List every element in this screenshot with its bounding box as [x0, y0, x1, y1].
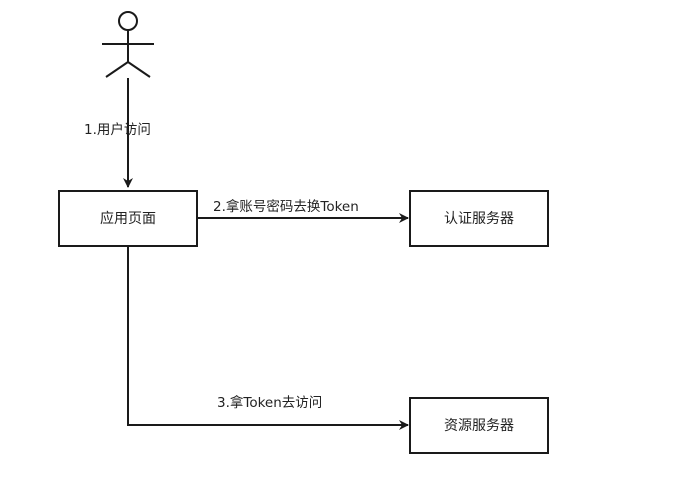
- node-app-page: 应用页面: [58, 190, 198, 247]
- edge-access-with-token-line: [127, 246, 409, 430]
- node-auth-server-label: 认证服务器: [444, 211, 514, 227]
- node-auth-server: 认证服务器: [409, 190, 549, 247]
- node-app-page-box: [58, 190, 198, 247]
- edge-access-with-token: 3.拿Token去访问: [127, 246, 409, 430]
- edge-get-token-label: 2.拿账号密码去换Token: [213, 198, 359, 215]
- node-resource-server-box: [409, 397, 549, 454]
- node-resource-server-label: 资源服务器: [444, 418, 514, 434]
- node-app-page-label: 应用页面: [100, 210, 156, 227]
- node-auth-server-box: [409, 190, 549, 247]
- edge-user-access-label: 1.用户访问: [84, 121, 151, 138]
- edge-user-access: 1.用户访问: [84, 78, 151, 188]
- user-actor-icon: [102, 11, 154, 78]
- node-resource-server: 资源服务器: [409, 397, 549, 454]
- edge-get-token: 2.拿账号密码去换Token: [198, 198, 409, 223]
- edge-access-with-token-label: 3.拿Token去访问: [217, 394, 322, 411]
